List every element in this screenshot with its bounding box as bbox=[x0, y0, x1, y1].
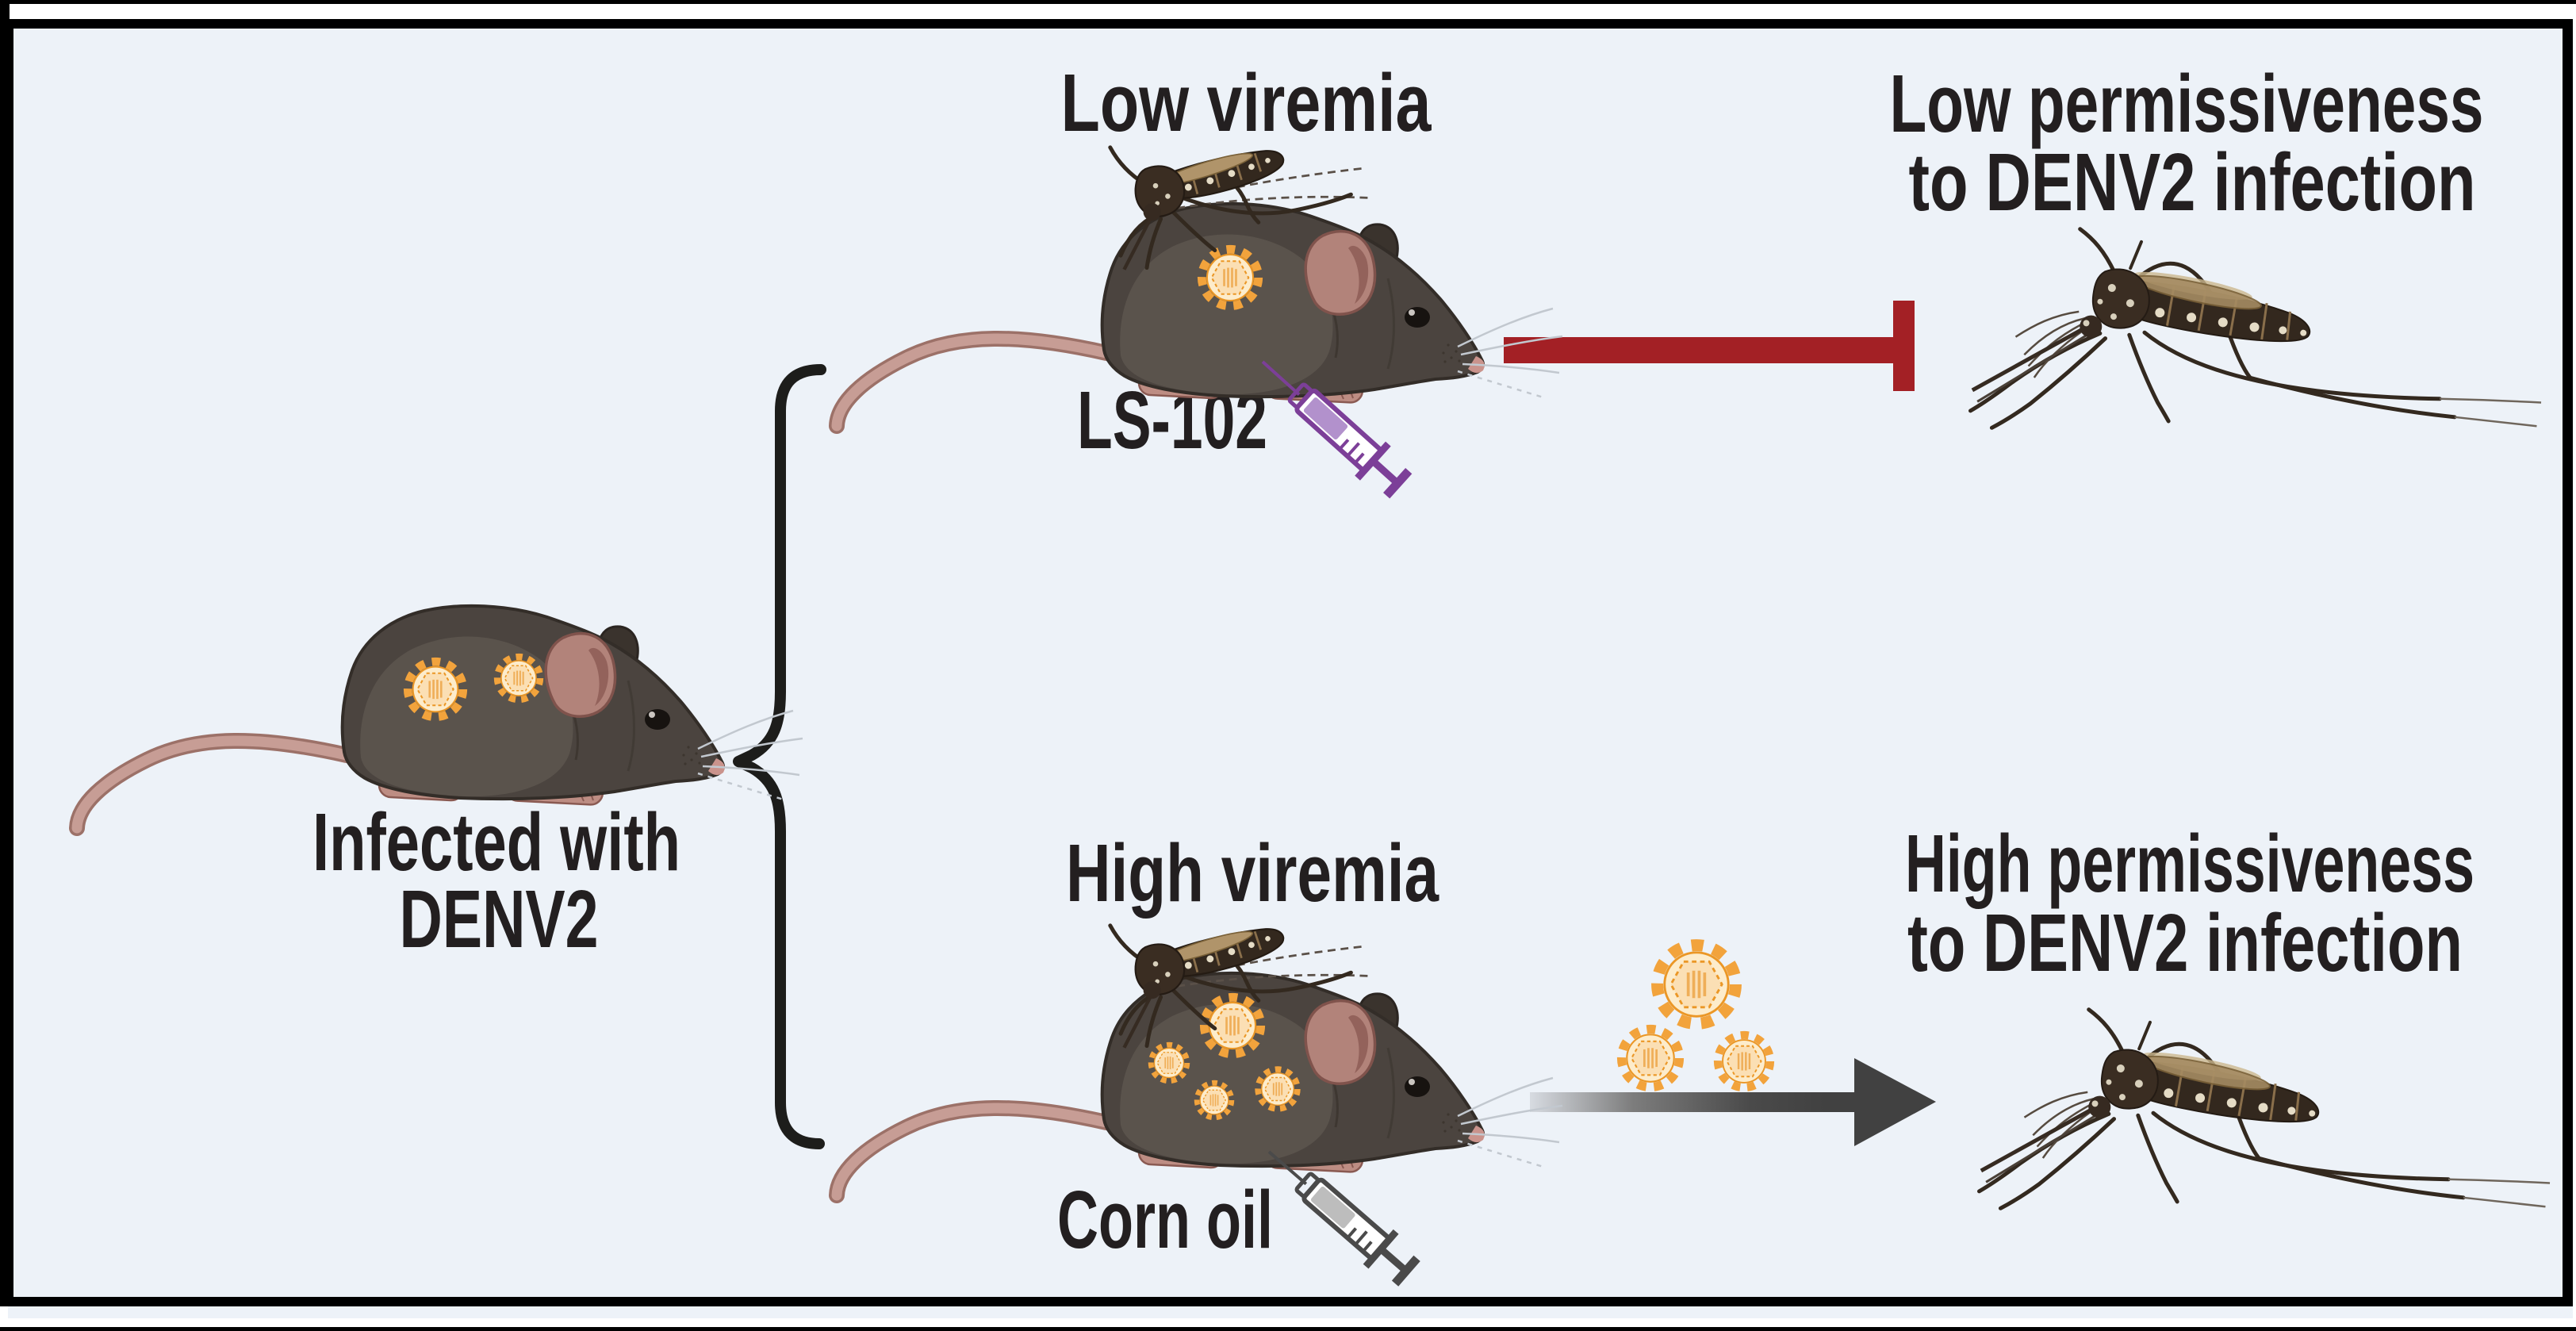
svg-text:Infected with: Infected with bbox=[312, 796, 680, 888]
svg-text:High permissiveness: High permissiveness bbox=[1905, 818, 2474, 909]
svg-text:to DENV2 infection: to DENV2 infection bbox=[1907, 897, 2463, 988]
svg-text:to DENV2 infection: to DENV2 infection bbox=[1909, 136, 2476, 228]
svg-text:Corn oil: Corn oil bbox=[1057, 1174, 1273, 1265]
svg-text:DENV2: DENV2 bbox=[400, 873, 599, 965]
svg-text:Low viremia: Low viremia bbox=[1061, 57, 1432, 148]
svg-text:Low permissiveness: Low permissiveness bbox=[1890, 58, 2484, 149]
svg-text:High viremia: High viremia bbox=[1066, 827, 1439, 919]
